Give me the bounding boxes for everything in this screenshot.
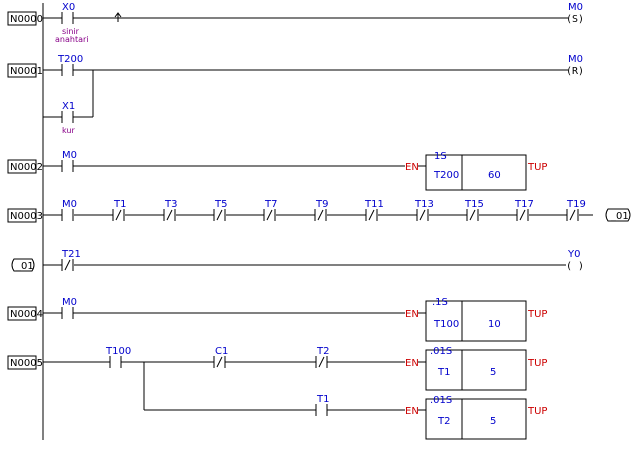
contact-m0-label: M0 [62, 297, 77, 308]
timer-name: T100 [433, 319, 459, 330]
contact-t19[interactable]: T19 [566, 199, 586, 222]
timer-out-label: TUP [527, 406, 547, 417]
contact-t11-label: T11 [364, 199, 384, 210]
contact-c1-label: C1 [215, 346, 228, 357]
timer-preset: 5 [490, 367, 496, 378]
rung-number: N0000 [10, 14, 43, 25]
contact-t3[interactable]: T3 [163, 199, 177, 222]
rung-number-box[interactable] [7, 355, 37, 370]
timer-base: .01S [430, 395, 452, 406]
contact-t5-label: T5 [214, 199, 227, 210]
rung-number-box[interactable] [7, 208, 37, 223]
contact-t13-label: T13 [414, 199, 434, 210]
jump-coil[interactable]: _01 [605, 208, 631, 222]
timer-preset: 5 [490, 416, 496, 427]
rung-n0003[interactable]: N0003 M0 T1 T3 T5 T7 [7, 199, 631, 223]
contact-c1[interactable]: C1 [213, 346, 228, 368]
timer-block-t100[interactable] [425, 300, 527, 342]
contact-x0-label: X0 [62, 2, 75, 13]
rung-number: N0002 [10, 162, 43, 173]
rung-number: N0001 [10, 66, 43, 77]
contact-t15-label: T15 [464, 199, 484, 210]
coil-m0-set-label: M0 [568, 2, 583, 13]
contact-t13[interactable]: T13 [414, 199, 434, 222]
coil-y0-label: Y0 [567, 249, 580, 260]
contact-t200-label: T200 [57, 54, 83, 65]
contact-t1[interactable]: T1 [112, 199, 126, 222]
rung-label-01[interactable]: _01 T21 Y0 ( ) [11, 249, 586, 272]
timer-preset: 10 [488, 319, 501, 330]
rung-number-box[interactable] [7, 306, 37, 321]
contact-t7[interactable]: T7 [263, 199, 277, 222]
contact-t15[interactable]: T15 [464, 199, 484, 222]
timer-name: T2 [437, 416, 450, 427]
rung-n0000[interactable]: N0000 X0 sinir anahtari M0 (S) [7, 2, 584, 44]
contact-t9[interactable]: T9 [314, 199, 328, 222]
coil-y0[interactable]: ( ) [566, 261, 584, 272]
timer-base: .01S [430, 346, 452, 357]
timer-name: T200 [433, 170, 459, 181]
label-marker[interactable] [11, 258, 35, 272]
contact-t11[interactable]: T11 [364, 199, 384, 222]
rung-n0001[interactable]: N0001 T200 X1 kur M0 (R) [7, 54, 584, 135]
timer-base: 1S [434, 151, 447, 162]
rung-n0002[interactable]: N0002 M0 EN 1S T200 60 TUP [7, 150, 547, 191]
contact-x0-comment-1: sinir [62, 27, 80, 36]
contact-t2[interactable]: T2 [315, 346, 329, 368]
timer-preset: 60 [488, 170, 501, 181]
contact-t17[interactable]: T17 [514, 199, 534, 222]
timer-block-t1[interactable] [425, 349, 527, 391]
timer-name: T1 [437, 367, 450, 378]
rung-number-box[interactable] [7, 11, 37, 26]
timer-en-label: EN [405, 309, 419, 320]
contact-t19-label: T19 [566, 199, 586, 210]
contact-x1-comment: kur [62, 126, 75, 135]
contact-t100-label: T100 [105, 346, 131, 357]
jump-label: _01 [610, 211, 629, 222]
timer-block-t2[interactable] [425, 398, 527, 440]
rung-number: N0004 [10, 309, 43, 320]
timer-out-label: TUP [527, 358, 547, 369]
timer-en-label: EN [405, 358, 419, 369]
contact-x1-label: X1 [62, 101, 75, 112]
rung-n0005[interactable]: N0005 T100 C1 T2 EN .01S T1 5 TUP T1 [7, 346, 547, 440]
contact-t9-label: T9 [315, 199, 328, 210]
contact-x0-comment-2: anahtari [55, 35, 89, 44]
timer-out-label: TUP [527, 162, 547, 173]
contact-t2-label: T2 [316, 346, 329, 357]
contact-t17-label: T17 [514, 199, 534, 210]
coil-m0-reset-label: M0 [568, 54, 583, 65]
timer-base: .1S [432, 297, 448, 308]
timer-en-label: EN [405, 406, 419, 417]
rung-number: N0005 [10, 358, 43, 369]
contact-t1-label: T1 [113, 199, 126, 210]
rung-number-box[interactable] [7, 159, 37, 174]
timer-en-label: EN [405, 162, 419, 173]
timer-block-t200[interactable] [425, 154, 527, 191]
coil-m0-reset[interactable]: (R) [566, 66, 584, 77]
contact-t7-label: T7 [264, 199, 277, 210]
rung-number: N0003 [10, 211, 43, 222]
contact-m0-label: M0 [62, 150, 77, 161]
contact-t21-label: T21 [61, 249, 81, 260]
rising-edge-icon [114, 12, 122, 22]
contact-t5[interactable]: T5 [213, 199, 227, 222]
contact-t3-label: T3 [164, 199, 177, 210]
contact-t1-label: T1 [316, 394, 329, 405]
rung-n0004[interactable]: N0004 M0 EN .1S T100 10 TUP [7, 297, 547, 342]
coil-m0-set[interactable]: (S) [566, 14, 584, 25]
rung-number: _01 [15, 261, 34, 272]
contact-m0-label: M0 [62, 199, 77, 210]
timer-out-label: TUP [527, 309, 547, 320]
rung-number-box[interactable] [7, 63, 37, 78]
